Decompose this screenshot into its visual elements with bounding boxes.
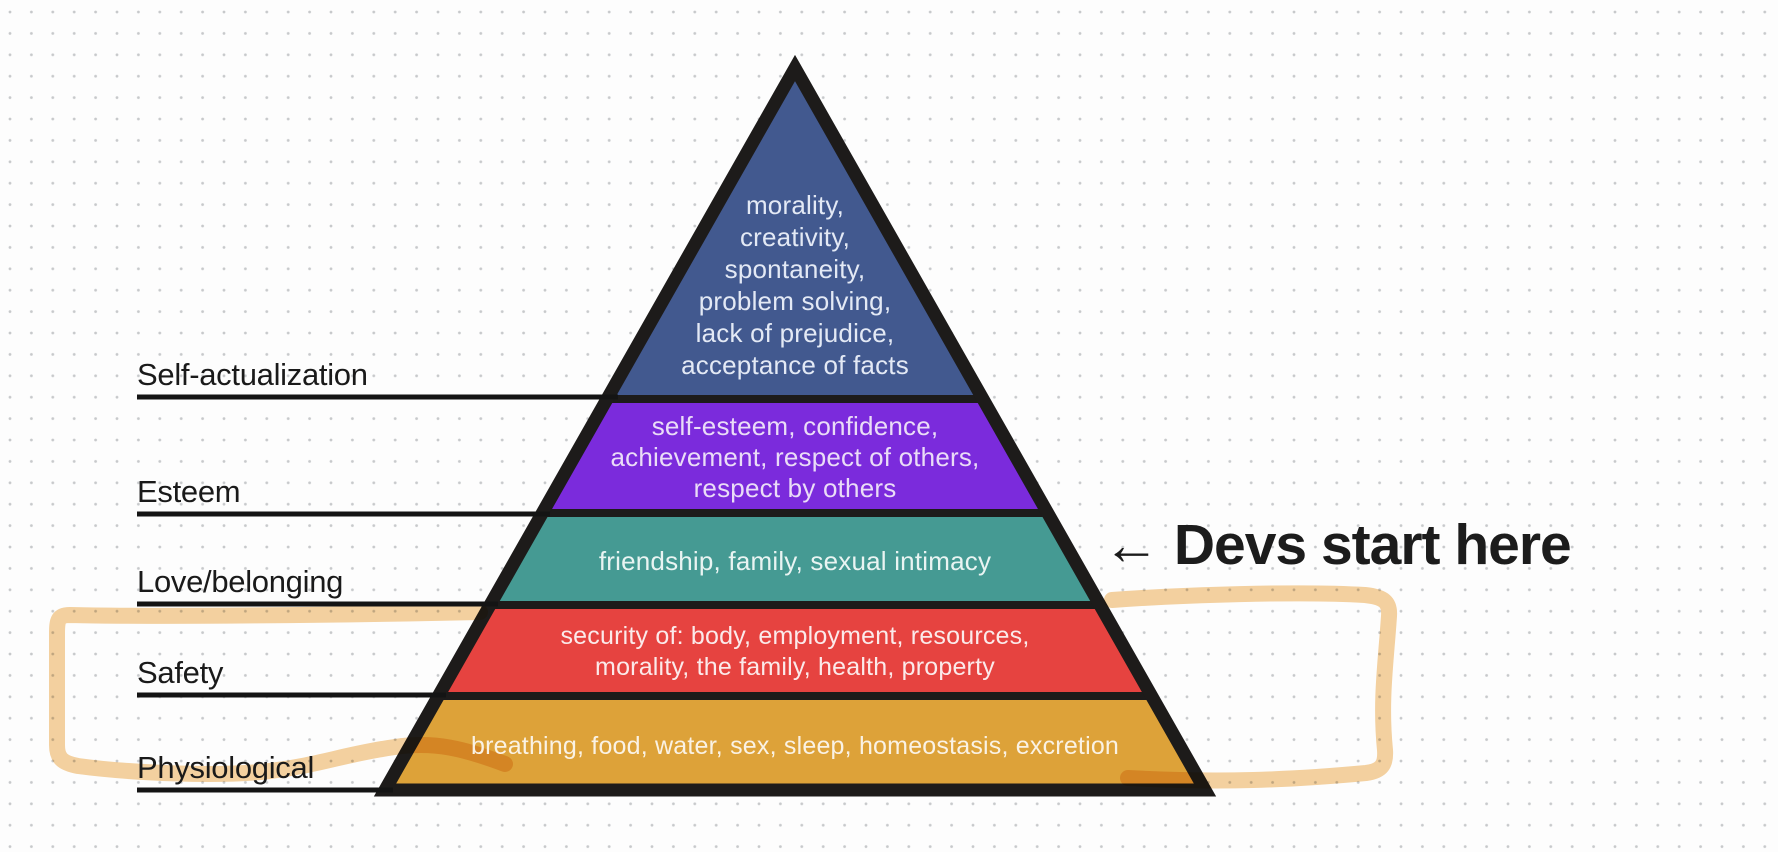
level-item-line: friendship, family, sexual intimacy [598, 546, 992, 576]
level-item-line: achievement, respect of others, [610, 442, 980, 472]
level-item-line: lack of prejudice, [695, 318, 895, 348]
pyramid-level-esteem [542, 399, 1048, 513]
level-item-line: problem solving, [698, 286, 892, 316]
pyramid-outline [373, 54, 1217, 797]
pyramid-level-safety [438, 605, 1152, 696]
level-items-physiological: breathing, food, water, sex, sleep, home… [0, 730, 1590, 762]
level-items-self-actualization: morality, creativity, spontaneity, probl… [0, 189, 1590, 381]
level-item-line: security of: body, employment, resources… [560, 622, 1030, 650]
highlighter-right-bracket [1104, 585, 1398, 789]
highlighter-left-bracket [49, 604, 513, 782]
level-item-line: morality, the family, health, property [595, 653, 995, 681]
label-physiological: Physiological [137, 750, 315, 785]
level-items-safety: security of: body, employment, resources… [0, 621, 1590, 683]
level-items-love-belonging: friendship, family, sexual intimacy [0, 545, 1590, 577]
label-lines [137, 394, 618, 793]
highlighter-annotation [49, 585, 1398, 789]
level-item-line: morality, [745, 190, 845, 220]
devs-start-here-note: ← Devs start here [1103, 513, 1572, 577]
level-item-line: spontaneity, [724, 254, 866, 284]
level-item-line: creativity, [739, 222, 851, 252]
label-self-actualization: Self-actualization [137, 357, 368, 392]
level-item-line: acceptance of facts [681, 350, 909, 380]
label-safety: Safety [137, 655, 224, 690]
pyramid-level-love-belonging [490, 513, 1100, 605]
label-esteem: Esteem [137, 474, 241, 509]
level-item-line: breathing, food, water, sex, sleep, home… [470, 732, 1120, 760]
level-items-esteem: self-esteem, confidence, achievement, re… [0, 411, 1590, 504]
level-item-line: respect by others [693, 473, 897, 503]
pyramid-level-self-actualization [607, 68, 983, 399]
pyramid-level-physiological [385, 696, 1205, 790]
level-item-line: self-esteem, confidence, [651, 411, 939, 441]
label-love-belonging: Love/belonging [137, 564, 344, 599]
